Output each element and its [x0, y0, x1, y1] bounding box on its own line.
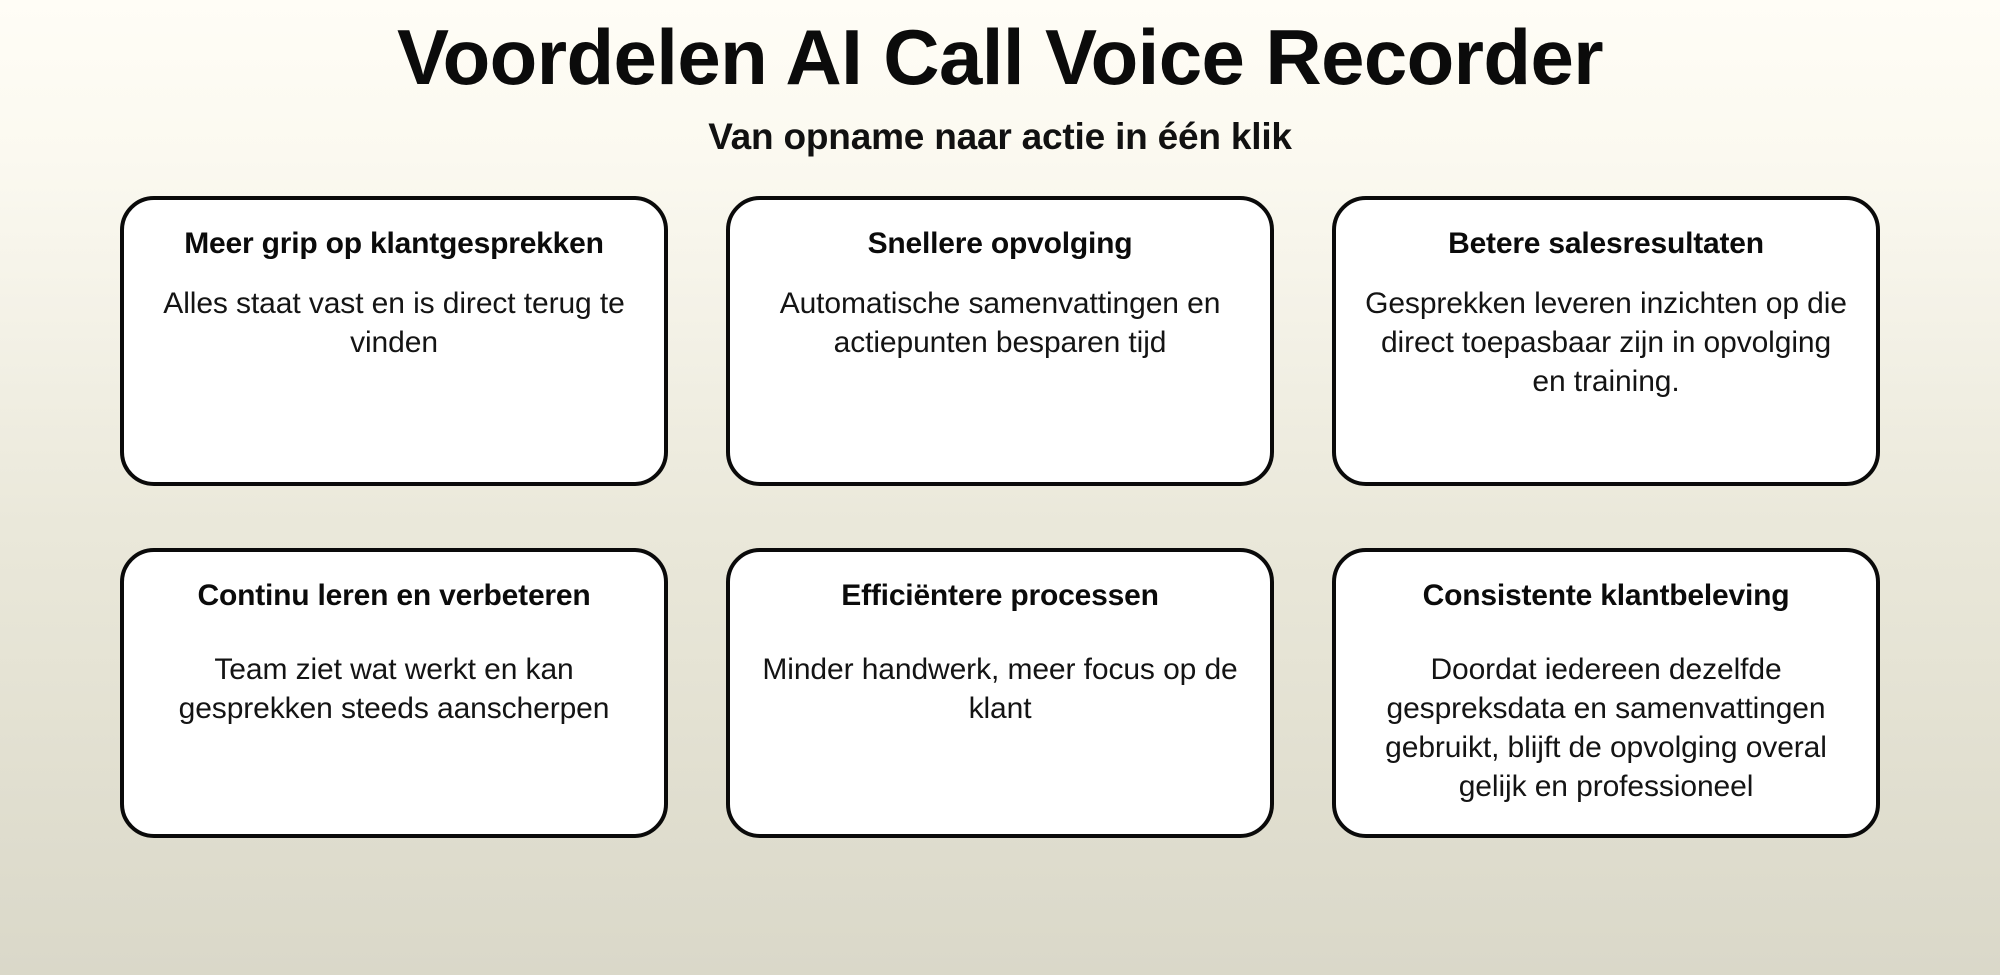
benefit-card-continu-leren-en-verbeteren[interactable]: Continu leren en verbeteren Team ziet wa…: [120, 547, 668, 838]
benefit-card-meer-grip-op-klantgesprekken[interactable]: Meer grip op klantgesprekken Alles staat…: [120, 195, 668, 486]
benefit-card-betere-salesresultaten[interactable]: Betere salesresultaten Gesprekken levere…: [1332, 195, 1880, 486]
benefit-card-title: Snellere opvolging: [867, 226, 1133, 260]
benefit-card-body: Gesprekken leveren inzichten op die dire…: [1365, 287, 1847, 399]
benefit-card-title: Betere salesresultaten: [1448, 226, 1764, 260]
page-subtitle: Van opname naar actie in één klik: [708, 116, 1292, 158]
benefit-card-snellere-opvolging[interactable]: Snellere opvolging Automatische samenvat…: [726, 195, 1274, 486]
benefit-card-body: Minder handwerk, meer focus op de klant: [762, 653, 1238, 726]
benefit-card-body: Alles staat vast en is direct terug te v…: [163, 287, 625, 360]
benefit-card-title: Meer grip op klantgesprekken: [184, 226, 604, 260]
benefit-card-title: Consistente klantbeleving: [1422, 578, 1790, 612]
benefit-card-consistente-klantbeleving[interactable]: Consistente klantbeleving Doordat iedere…: [1332, 547, 1880, 838]
benefit-card-title: Efficiëntere processen: [841, 578, 1159, 612]
benefit-card-body: Doordat iedereen dezelfde gespreksdata e…: [1385, 653, 1827, 804]
page-title: Voordelen AI Call Voice Recorder: [396, 13, 1604, 101]
slide-header: Voordelen AI Call Voice Recorder Van opn…: [0, 0, 2000, 160]
benefit-card-row-1: Meer grip op klantgesprekken Alles staat…: [120, 195, 1880, 486]
benefit-card-body: Team ziet wat werkt en kan gesprekken st…: [178, 653, 610, 726]
benefit-card-title: Continu leren en verbeteren: [197, 578, 591, 612]
benefit-card-efficientere-processen[interactable]: Efficiëntere processen Minder handwerk, …: [726, 547, 1274, 838]
benefit-cards-grid: Meer grip op klantgesprekken Alles staat…: [120, 195, 1880, 838]
benefit-card-body: Automatische samenvattingen en actiepunt…: [779, 287, 1221, 360]
benefit-card-row-2: Continu leren en verbeteren Team ziet wa…: [120, 547, 1880, 838]
